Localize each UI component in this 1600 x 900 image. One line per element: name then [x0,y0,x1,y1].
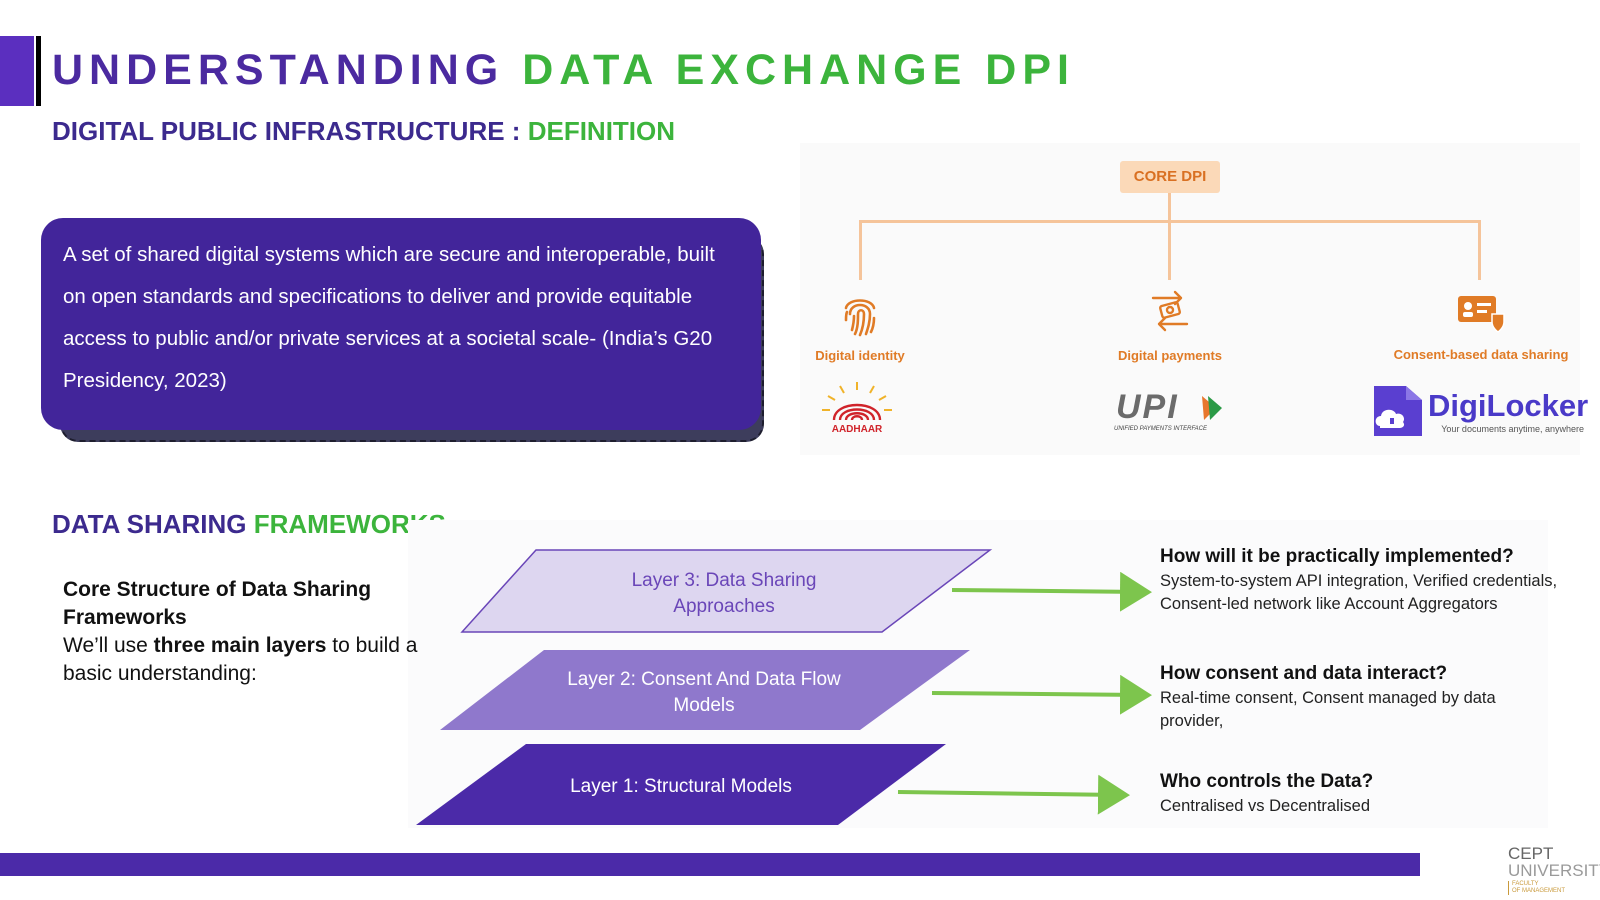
layer-3-shape [460,549,993,633]
definition-text: A set of shared digital systems which ar… [63,243,715,392]
upi-logo: UPI UNIFIED PAYMENTS INTERFACE [1114,390,1222,432]
definition-heading: DIGITAL PUBLIC INFRASTRUCTURE : DEFINITI… [52,116,675,147]
layer-2-shape [440,650,970,730]
tree-branch-middle [1168,220,1171,280]
tree-connector-vertical [1168,193,1171,221]
intro-suffix: to build a basic understanding: [63,634,418,685]
question-body-layer-2: Real-time consent, Consent managed by da… [1160,689,1496,730]
digilocker-logo-text: DigiLocker [1428,388,1588,423]
page-title: UNDERSTANDING DATA EXCHANGE DPI [52,46,1075,95]
arrow-layer-3 [951,571,1152,612]
cept-university-logo: CEPT UNIVERSITY FACULTY OF MANAGEMENT [1508,844,1600,895]
question-body-layer-3: System-to-system API integration, Verifi… [1160,572,1558,613]
question-block-layer-2: How consent and data interact? Real-time… [1160,663,1520,733]
tree-branch-right [1478,220,1481,280]
fingerprint-icon [844,299,876,337]
title-accent-line [36,36,41,106]
frameworks-heading: DATA SHARING FRAMEWORKS [52,509,446,540]
core-dpi-panel [800,143,1580,455]
arrow-layer-1 [897,774,1130,815]
definition-heading-part2: DEFINITION [527,116,676,146]
question-block-layer-1: Who controls the Data? Centralised vs De… [1160,771,1560,818]
layer-2-label-line2: Models [673,695,734,716]
page-title-part1: UNDERSTANDING [52,46,505,94]
arrow-layer-2 [931,674,1152,715]
digilocker-logo: DigiLocker Your documents anytime, anywh… [1374,386,1588,436]
pillar-label-digital-identity: Digital identity [815,348,905,363]
question-title-layer-3: How will it be practically implemented? [1160,546,1514,567]
footer-bar [0,853,1420,876]
core-dpi-box: CORE DPI [1120,161,1220,193]
cept-logo-line2: UNIVERSITY [1508,861,1600,880]
question-title-layer-1: Who controls the Data? [1160,771,1374,792]
aadhaar-logo-text: AADHAAR [832,424,883,435]
intro-bold: three main layers [153,634,327,657]
cept-logo-faculty: FACULTY [1512,881,1539,887]
layer-1-label-line1: Layer 1: Structural Models [570,776,792,797]
definition-box [41,218,761,430]
layer-2-label-line1: Layer 2: Consent And Data Flow [567,669,841,690]
pillar-label-consent-data-sharing: Consent-based data sharing [1393,347,1569,362]
title-accent-block [0,36,34,106]
question-block-layer-3: How will it be practically implemented? … [1160,546,1560,616]
cept-logo-line1: CEPT [1508,844,1554,863]
layer-1-shape [416,744,946,825]
id-card-shield-icon [1458,296,1505,333]
upi-logo-subtext: UNIFIED PAYMENTS INTERFACE [1114,426,1208,432]
pillar-label-digital-payments: Digital payments [1117,348,1223,363]
question-title-layer-2: How consent and data interact? [1160,663,1448,684]
tree-branch-left [859,220,862,280]
cept-logo-line3: FACULTY OF MANAGEMENT [1508,881,1598,895]
definition-heading-part1: DIGITAL PUBLIC INFRASTRUCTURE : [52,116,521,146]
core-structure-title: Core Structure of Data Sharing Framework… [63,578,372,629]
cept-logo-management: OF MANAGEMENT [1512,888,1566,894]
payment-exchange-icon [1151,290,1189,332]
upi-logo-text: UPI [1116,390,1179,426]
digilocker-logo-subtext: Your documents anytime, anywhere [1441,424,1584,434]
frameworks-heading-part1: DATA SHARING [52,509,247,539]
aadhaar-logo: AADHAAR [822,382,892,435]
layer-3-label-line2: Approaches [673,596,774,617]
page-title-part2: DATA EXCHANGE DPI [522,46,1075,94]
intro-prefix: We’ll use [63,634,154,657]
layers-diagram: Layer 3: Data Sharing Approaches Layer 2… [416,549,1152,825]
question-body-layer-1: Centralised vs Decentralised [1160,797,1371,815]
core-structure-text: Core Structure of Data Sharing Framework… [63,576,423,688]
layer-3-label-line1: Layer 3: Data Sharing [632,570,817,591]
